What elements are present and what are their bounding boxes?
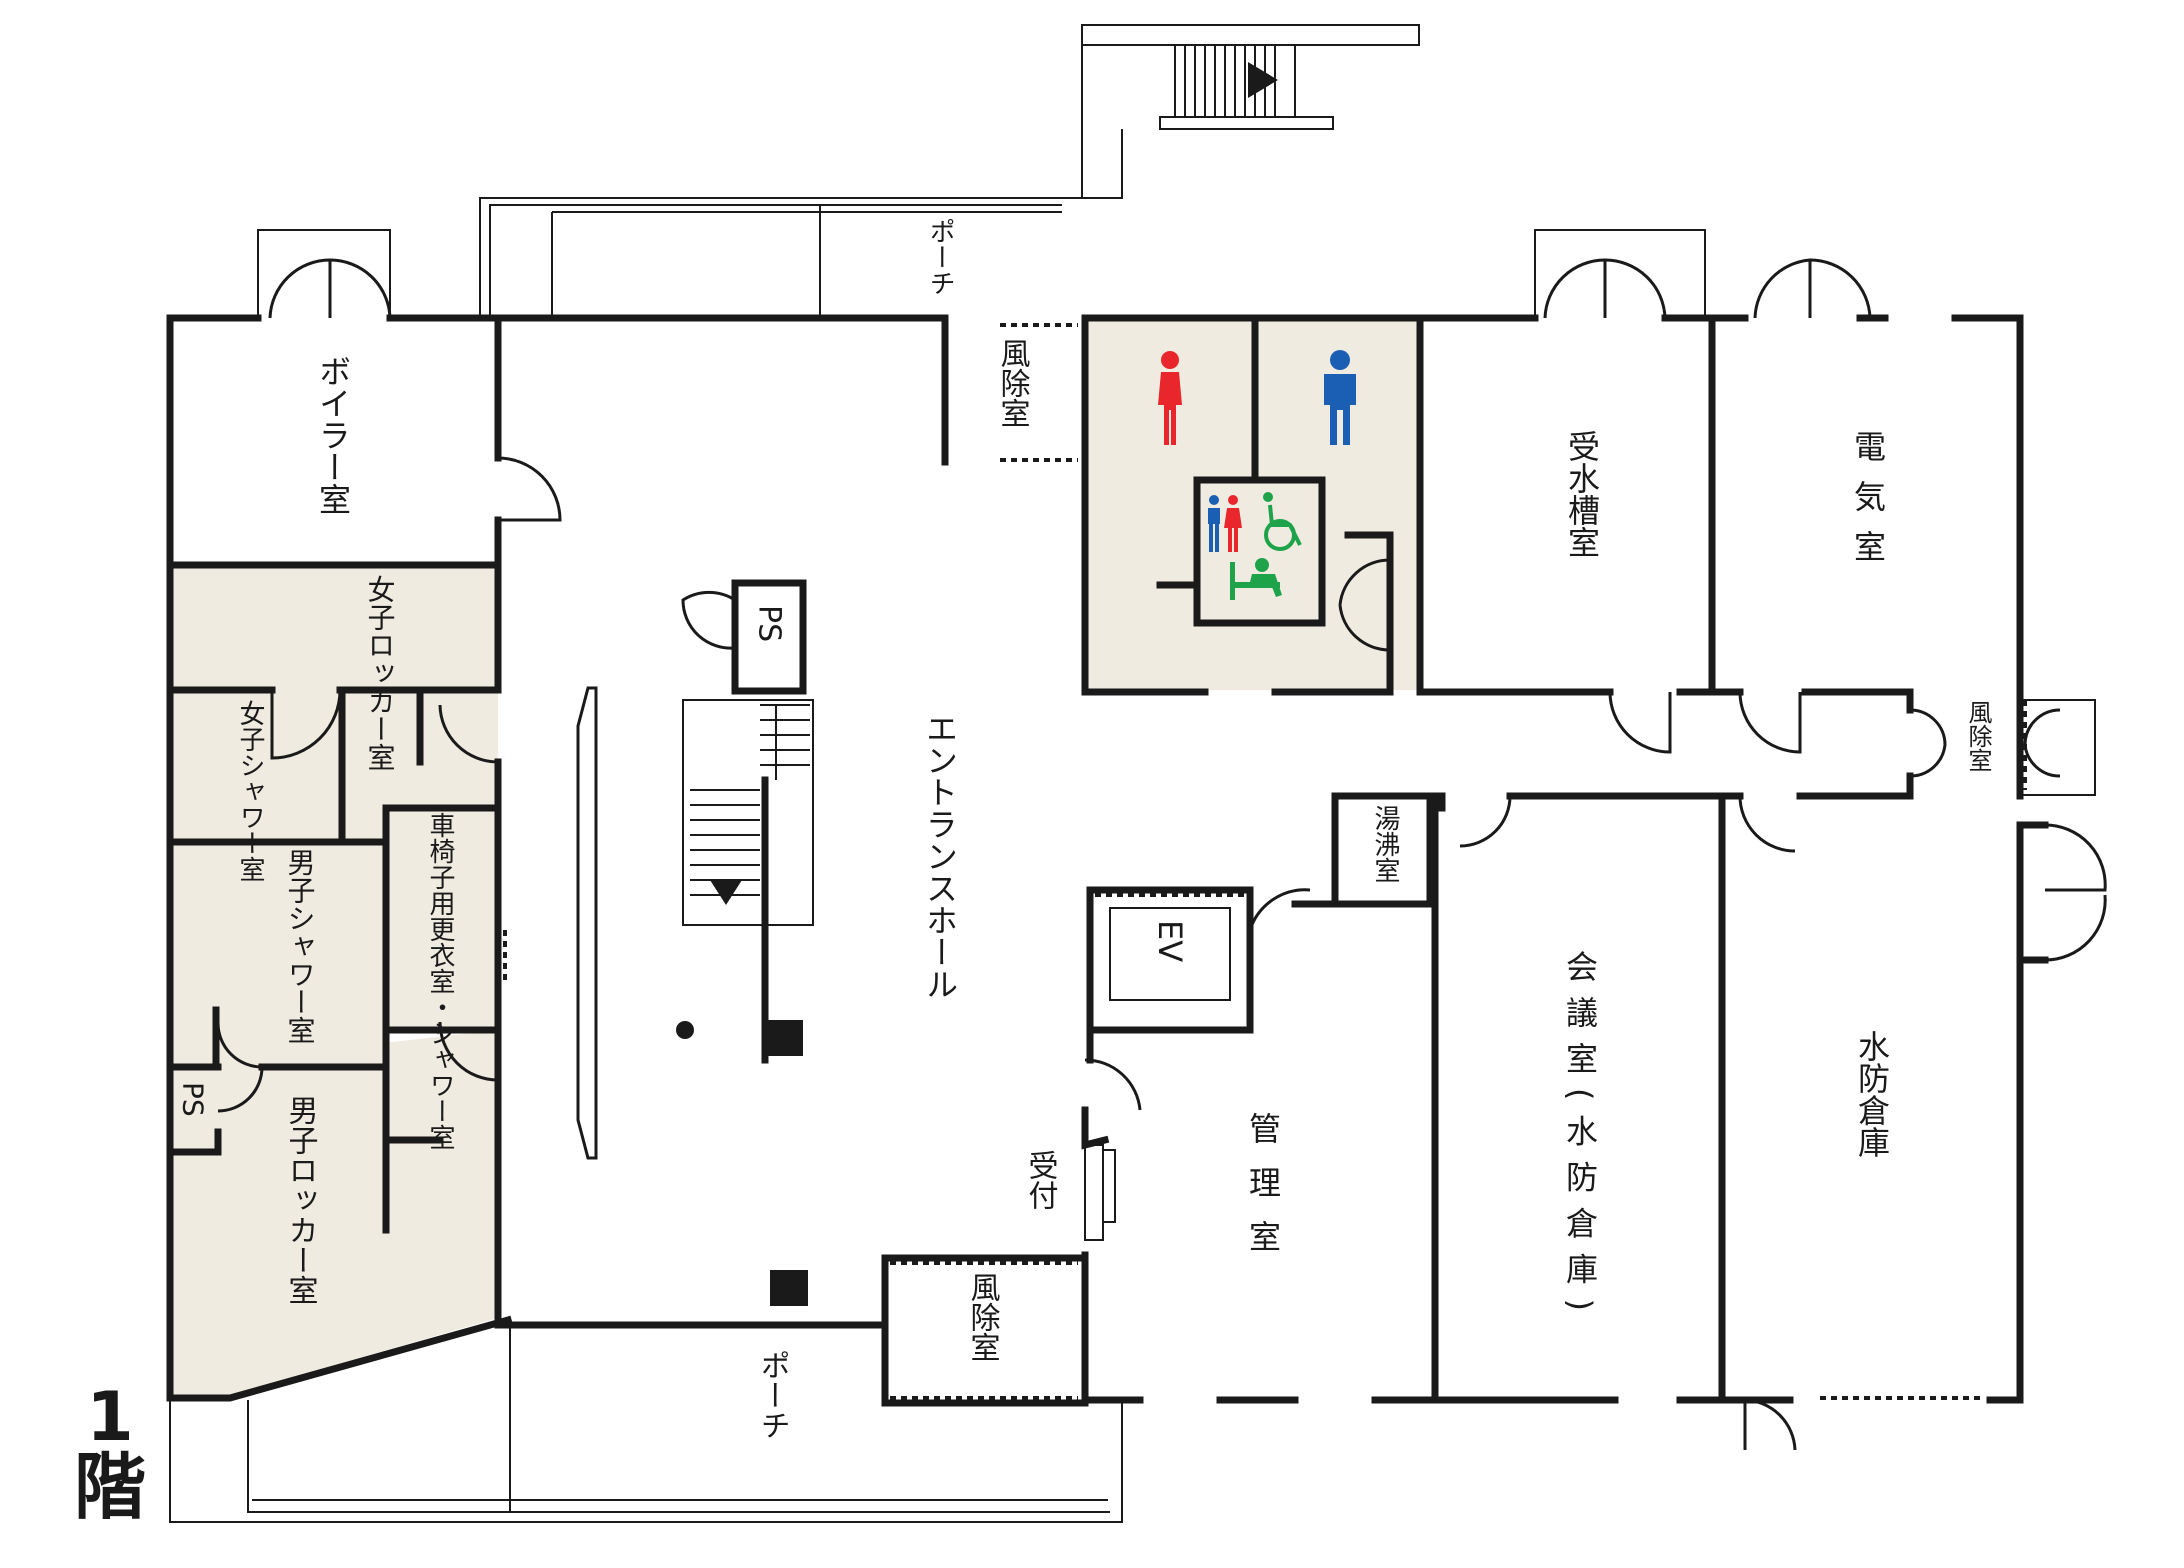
walls [166, 314, 2049, 1407]
baby-changing-icon [1230, 558, 1282, 600]
column [765, 1020, 803, 1056]
men-shower-label: 男子シャワー室 [284, 848, 317, 1044]
ps-center-label: PS [752, 605, 787, 642]
column [770, 1270, 808, 1306]
office-label: 管理室 [1244, 1112, 1282, 1274]
water-tank-label: 受水槽室 [1563, 430, 1601, 558]
wheelchair-room-fill [386, 808, 498, 1030]
elevator-label: EV [1151, 920, 1189, 962]
boiler-room-label: ボイラー室 [314, 355, 352, 515]
kitchenette-label: 湯沸室 [1370, 805, 1400, 883]
meeting-room-label: 会議室(水防倉庫) [1561, 950, 1599, 1325]
porch-outlines [169, 24, 2096, 1523]
women-locker-label: 女子ロッカー室 [364, 575, 397, 771]
stair-arrow-icon [710, 880, 742, 905]
door-swings [216, 258, 2107, 1451]
men-shower-fill [170, 842, 386, 1067]
exterior-stairs [1174, 44, 1296, 118]
column-marker [676, 1021, 694, 1039]
wheelchair-room-label: 車椅子用更衣室・シャワー室 [425, 812, 455, 1150]
floor-indicator: 1 階 [74, 1378, 146, 1529]
men-locker-label: 男子ロッカー室 [283, 1095, 318, 1305]
women-shower-label: 女子シャワー室 [235, 700, 265, 882]
women-locker-fill [170, 565, 498, 690]
male-toilet-icon [1324, 350, 1356, 445]
men-locker-fill [170, 1030, 498, 1395]
flood-storage-label: 水防倉庫 [1853, 1030, 1891, 1158]
stair-arrow-icon [1248, 62, 1278, 98]
floor-number: 1 [86, 1378, 133, 1457]
women-shower-fill [170, 690, 342, 842]
female-toilet-icon [1158, 351, 1182, 445]
ps-left-label: PS [177, 1082, 210, 1117]
entrance-hall-label: エントランスホール [921, 712, 959, 1000]
room-fills [170, 318, 1420, 1395]
hall-elements [576, 579, 814, 1306]
floor-label: 階 [74, 1445, 146, 1529]
porch-top-label: ポーチ [925, 218, 955, 296]
windbreak-bottom-label: 風除室 [965, 1272, 1000, 1362]
windbreak-top-label: 風除室 [995, 338, 1030, 428]
room-labels: ボイラー室 女子ロッカー室 女子シャワー室 男子シャワー室 車椅子用更衣室・シャ… [177, 218, 1993, 1440]
electric-room-label: 電気室 [1849, 430, 1887, 580]
hall-fin-wall [576, 686, 598, 1160]
reception-label: 受付 [1023, 1150, 1058, 1210]
porch-bottom-label: ポーチ [755, 1350, 790, 1440]
windbreak-right-label: 風除室 [1964, 700, 1992, 772]
accessible-toilet-icon [1208, 492, 1302, 552]
